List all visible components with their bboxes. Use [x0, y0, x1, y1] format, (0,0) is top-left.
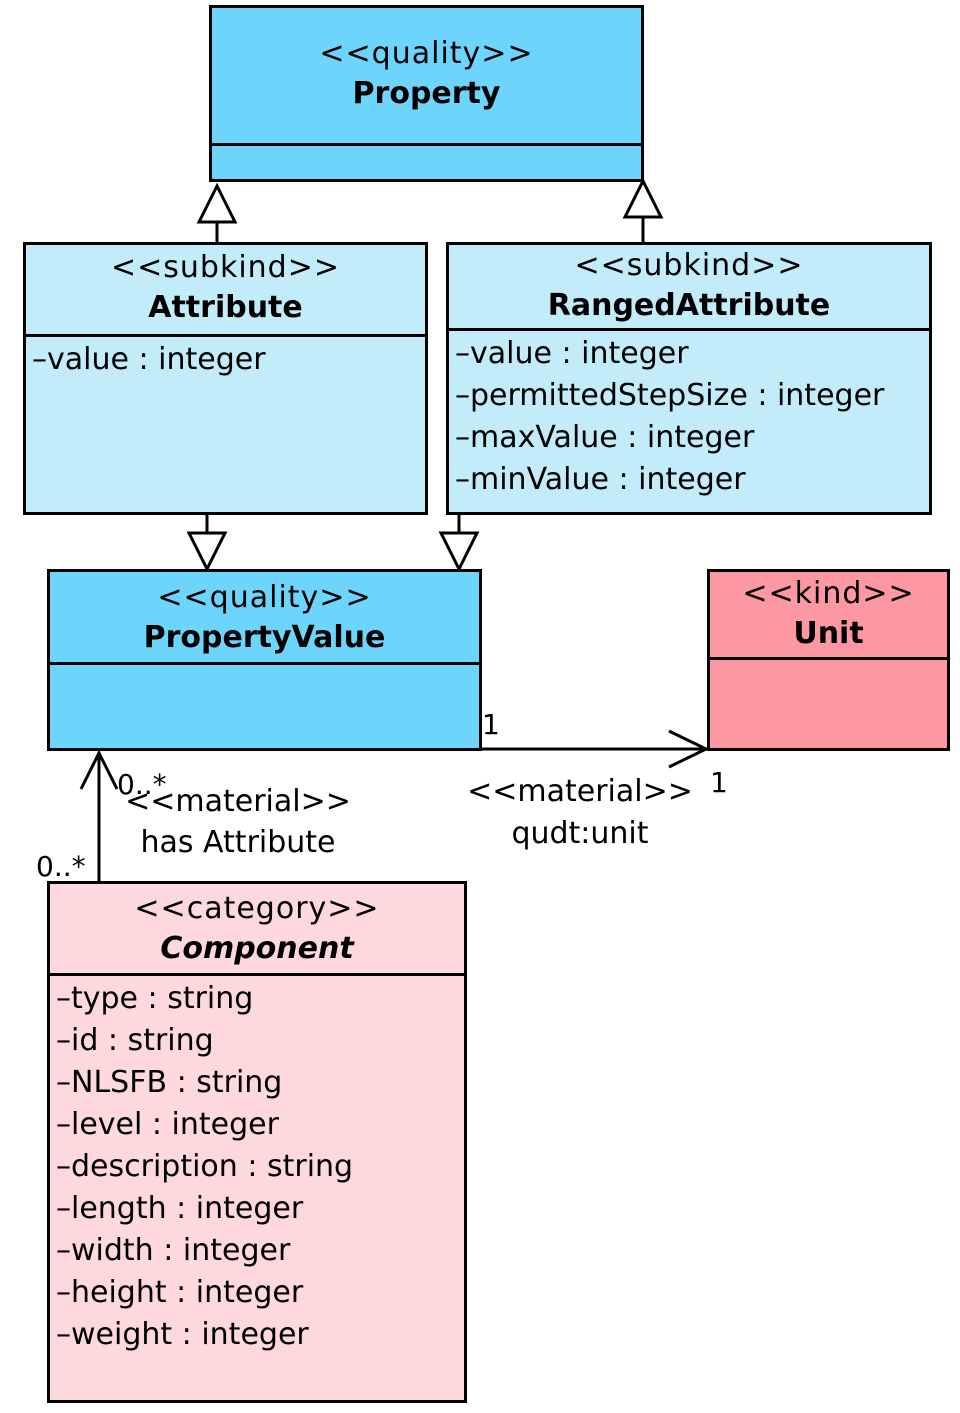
- class-header: <<category>> Component: [50, 884, 464, 976]
- attribute-item: –length : integer: [56, 1191, 304, 1226]
- class-attribute[interactable]: <<subkind>> Attribute –value : integer: [23, 242, 428, 515]
- multiplicity-target: 1: [710, 766, 728, 799]
- attribute-item: –level : integer: [56, 1107, 279, 1142]
- generalization-propertyvalue-to-rangedattribute: [438, 514, 480, 573]
- attribute-item: –weight : integer: [56, 1317, 309, 1352]
- attribute-item: –description : string: [56, 1149, 354, 1184]
- class-ranged-attribute[interactable]: <<subkind>> RangedAttribute –value : int…: [446, 242, 932, 515]
- association-stereotype: <<material>>: [125, 784, 351, 819]
- class-name: PropertyValue: [143, 620, 386, 655]
- class-name: RangedAttribute: [547, 288, 831, 323]
- association-has-attribute: [79, 749, 119, 883]
- attribute-item: –maxValue : integer: [455, 420, 755, 455]
- class-header: <<quality>> PropertyValue: [50, 572, 479, 665]
- association-name: has Attribute: [140, 825, 336, 860]
- class-header: <<quality>> Property: [212, 8, 641, 146]
- class-header: <<subkind>> RangedAttribute: [449, 245, 929, 331]
- stereotype-label: <<subkind>>: [574, 248, 804, 283]
- attribute-item: –permittedStepSize : integer: [455, 378, 885, 413]
- generalization-propertyvalue-to-attribute: [186, 514, 228, 573]
- stereotype-label: <<subkind>>: [111, 250, 340, 285]
- attribute-item: –minValue : integer: [455, 462, 746, 497]
- attribute-list: –type : string –id : string –NLSFB : str…: [50, 976, 464, 1356]
- attribute-item: –value : integer: [32, 342, 266, 377]
- attribute-item: –NLSFB : string: [56, 1065, 283, 1100]
- class-header: <<kind>> Unit: [710, 572, 947, 660]
- class-name: Attribute: [148, 290, 303, 325]
- attribute-item: –type : string: [56, 981, 254, 1016]
- class-property-value[interactable]: <<quality>> PropertyValue: [47, 569, 482, 751]
- attribute-item: –value : integer: [455, 336, 689, 371]
- attribute-list: –value : integer: [26, 337, 425, 381]
- stereotype-label: <<category>>: [134, 891, 380, 926]
- stereotype-label: <<kind>>: [742, 576, 915, 611]
- association-qudt-unit: [481, 729, 710, 769]
- multiplicity-source: 0..*: [36, 850, 86, 883]
- association-name: qudt:unit: [511, 816, 649, 851]
- attribute-item: –height : integer: [56, 1275, 304, 1310]
- class-name: Component: [160, 931, 354, 966]
- class-name: Property: [352, 76, 501, 111]
- attribute-list: –value : integer –permittedStepSize : in…: [449, 331, 929, 501]
- multiplicity-source: 1: [482, 708, 500, 741]
- stereotype-label: <<quality>>: [319, 36, 534, 71]
- attribute-item: –width : integer: [56, 1233, 291, 1268]
- class-component[interactable]: <<category>> Component –type : string –i…: [47, 881, 467, 1403]
- class-property[interactable]: <<quality>> Property: [209, 5, 644, 182]
- multiplicity-target: 0..*: [117, 768, 167, 801]
- association-stereotype: <<material>>: [467, 774, 693, 809]
- generalization-attribute-to-property: [196, 182, 238, 244]
- class-header: <<subkind>> Attribute: [26, 245, 425, 337]
- generalization-rangedattribute-to-property: [622, 177, 664, 242]
- class-name: Unit: [793, 616, 864, 651]
- class-unit[interactable]: <<kind>> Unit: [707, 569, 950, 751]
- stereotype-label: <<quality>>: [157, 580, 372, 615]
- attribute-item: –id : string: [56, 1023, 214, 1058]
